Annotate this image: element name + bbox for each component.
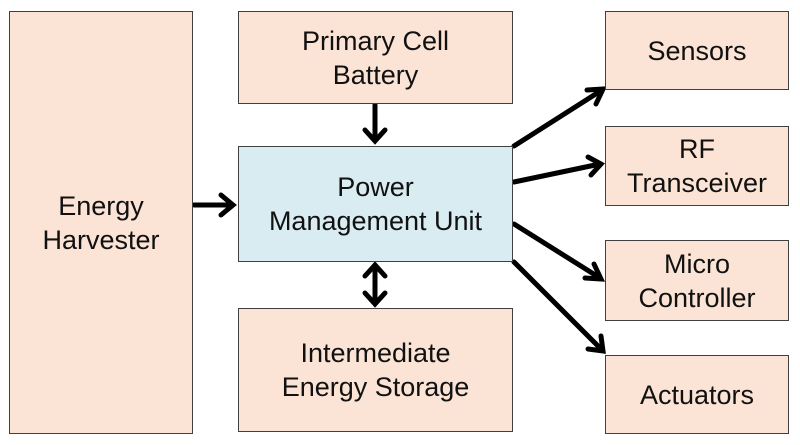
actuators-node: Actuators — [605, 355, 789, 434]
energy-harvester-label: Energy Harvester — [42, 190, 160, 255]
sensors-label: Sensors — [647, 35, 747, 66]
micro-controller-node: Micro Controller — [605, 240, 789, 321]
arrow-pmu-to-micro-controller — [511, 221, 606, 282]
primary-cell-battery-label: Primary Cell Battery — [301, 25, 449, 90]
arrow-pmu-to-actuators — [511, 259, 606, 354]
arrow-battery-to-pmu — [362, 102, 388, 145]
intermediate-energy-storage-label: Intermediate Energy Storage — [281, 338, 470, 402]
rf-transceiver-node: RF Transceiver — [605, 126, 789, 206]
arrow-pmu-to-rf-transceiver — [511, 154, 606, 185]
energy-harvester-node: Energy Harvester — [9, 11, 193, 434]
actuators-label: Actuators — [639, 379, 755, 410]
arrow-harvester-to-pmu — [191, 192, 237, 218]
arrow-pmu-storage-bidirectional — [362, 261, 388, 308]
rf-transceiver-label: RF Transceiver — [626, 134, 768, 198]
intermediate-energy-storage-node: Intermediate Energy Storage — [238, 308, 513, 432]
power-management-unit-node: Power Management Unit — [238, 146, 513, 262]
micro-controller-label: Micro Controller — [638, 248, 756, 313]
power-management-unit-label: Power Management Unit — [268, 172, 483, 236]
sensors-node: Sensors — [605, 11, 789, 90]
arrow-pmu-to-sensors — [511, 86, 608, 149]
primary-cell-battery-node: Primary Cell Battery — [238, 11, 513, 104]
